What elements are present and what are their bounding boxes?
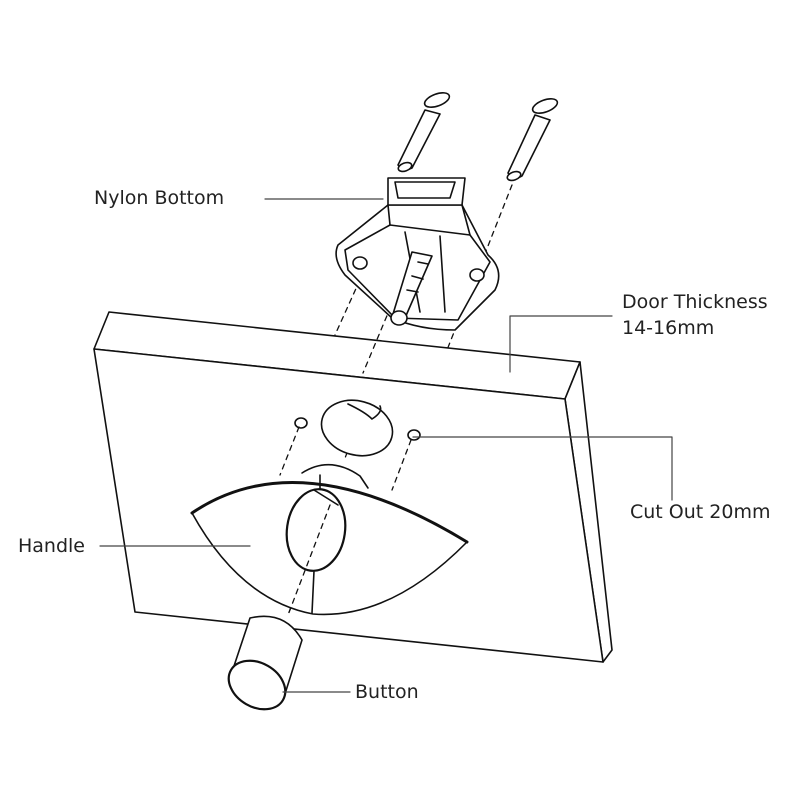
handle (190, 463, 469, 616)
label-door-thickness: Door Thickness (622, 291, 768, 313)
leader-lines (99, 198, 673, 693)
button-cylinder (227, 615, 303, 711)
label-cut-out: Cut Out 20mm (630, 501, 771, 523)
lock-mechanism (335, 177, 500, 331)
label-door-thickness-value: 14-16mm (622, 317, 715, 339)
label-nylon-bottom: Nylon Bottom (94, 187, 225, 209)
screw-right (506, 98, 559, 182)
screw-hole-right (407, 429, 421, 441)
label-handle: Handle (18, 535, 86, 557)
cut-out-inner-edge (347, 403, 382, 420)
screw-hole-left (294, 417, 308, 429)
screw-left (397, 92, 451, 173)
label-button: Button (355, 681, 419, 703)
cut-out-hole (320, 399, 394, 457)
